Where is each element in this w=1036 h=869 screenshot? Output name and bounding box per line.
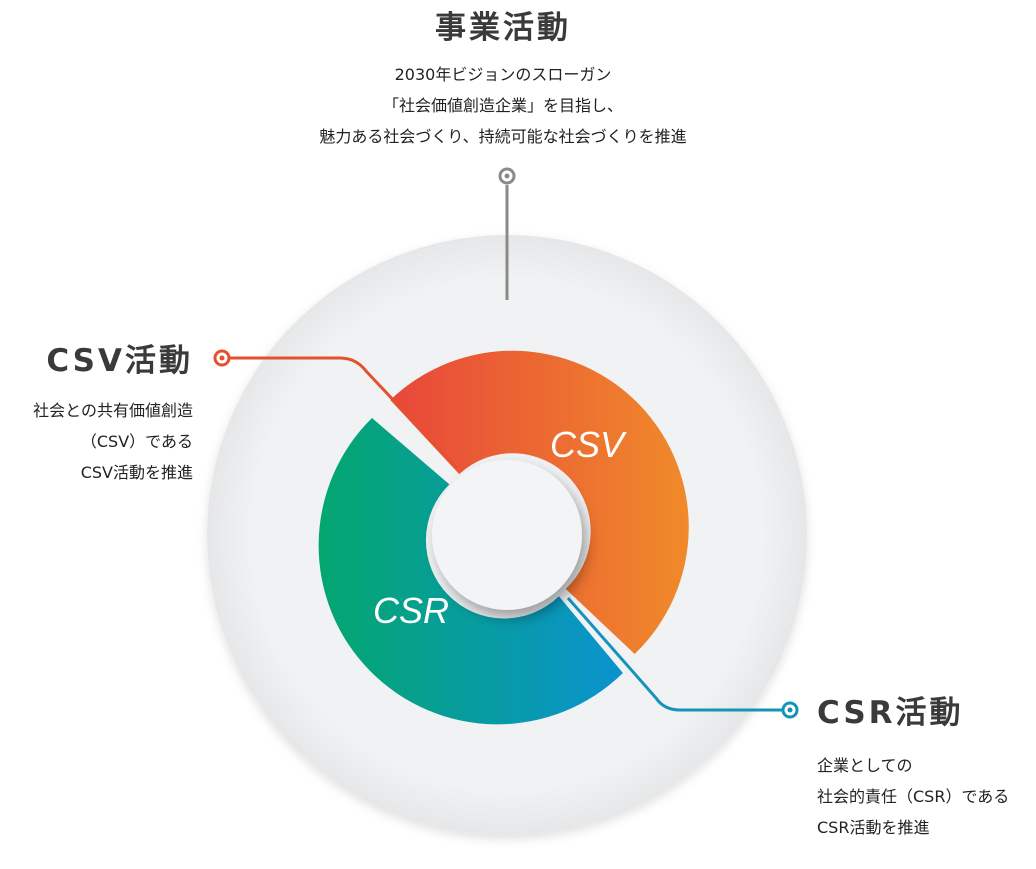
center-disc <box>432 460 582 610</box>
csr-segment-label: CSR <box>373 590 449 631</box>
csr-description: 企業としての 社会的責任（CSR）である CSR活動を推進 <box>817 750 1009 843</box>
business-description-line: 魅力ある社会づくり、持続可能な社会づくりを推進 <box>319 127 687 146</box>
csr-description-line: 企業としての <box>817 756 913 775</box>
business-description-line: 「社会価値創造企業」を目指し、 <box>382 96 623 115</box>
csv-connector-dot-icon <box>219 355 225 361</box>
csr-description-line: CSR活動を推進 <box>817 818 930 837</box>
csv-title: CSV活動 <box>46 343 193 379</box>
business-description: 2030年ビジョンのスローガン 「社会価値創造企業」を目指し、 魅力ある社会づく… <box>0 59 1006 152</box>
business-connector-dot-icon <box>504 173 510 179</box>
csr-segment <box>318 418 623 725</box>
business-title: 事業活動 <box>435 10 571 46</box>
csr-connector-dot-icon <box>787 707 793 713</box>
csv-segment <box>390 350 689 654</box>
csv-description-line: （CSV）である <box>80 432 193 451</box>
csr-title: CSR活動 <box>817 695 964 731</box>
business-description-line: 2030年ビジョンのスローガン <box>394 65 612 84</box>
csv-description-line: 社会との共有価値創造 <box>33 401 193 420</box>
csv-description: 社会との共有価値創造 （CSV）である CSV活動を推進 <box>33 395 193 488</box>
csv-description-line: CSV活動を推進 <box>80 463 193 482</box>
csv-connector-line <box>229 356 459 470</box>
csv-segment-label: CSV <box>550 424 627 465</box>
csr-connector-line <box>566 597 783 712</box>
csr-description-line: 社会的責任（CSR）である <box>817 787 1010 806</box>
